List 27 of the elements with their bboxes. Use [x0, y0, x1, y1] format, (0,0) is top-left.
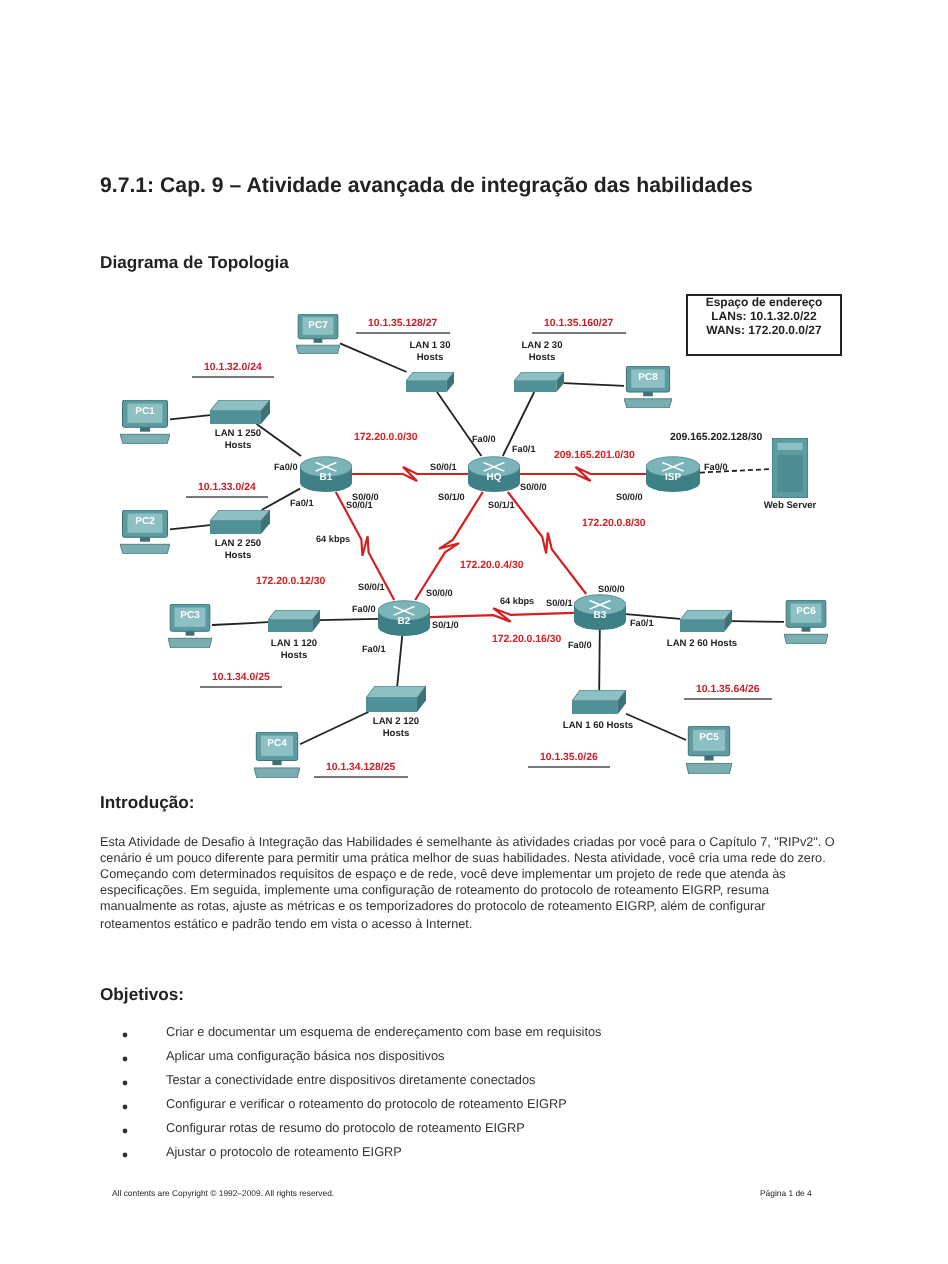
network-link — [501, 391, 536, 457]
serial-link — [414, 491, 484, 601]
network-link — [731, 620, 785, 623]
serial-link — [429, 607, 575, 623]
network-link — [563, 382, 625, 387]
network-link — [211, 621, 269, 626]
network-link — [260, 487, 301, 511]
serial-link — [506, 491, 588, 595]
section-heading: Objetivos: — [100, 984, 185, 1004]
network-link — [169, 414, 211, 421]
dashed-link — [699, 468, 773, 474]
network-link — [436, 391, 483, 457]
network-link — [625, 712, 687, 741]
section-heading: Diagrama de Topologia — [100, 252, 289, 272]
network-link — [319, 617, 379, 622]
network-link — [255, 423, 302, 457]
page-title: 9.7.1: Cap. 9 – Atividade avançada de integração das habilidades — [100, 174, 755, 198]
serial-link — [352, 465, 468, 483]
network-link — [396, 635, 404, 687]
network-link — [299, 711, 370, 746]
network-link — [169, 524, 211, 531]
network-link — [598, 629, 601, 691]
serial-link — [520, 465, 646, 483]
network-link — [339, 342, 408, 373]
section-heading: Introdução: — [100, 792, 195, 812]
network-link — [625, 613, 681, 620]
serial-link — [334, 491, 396, 601]
